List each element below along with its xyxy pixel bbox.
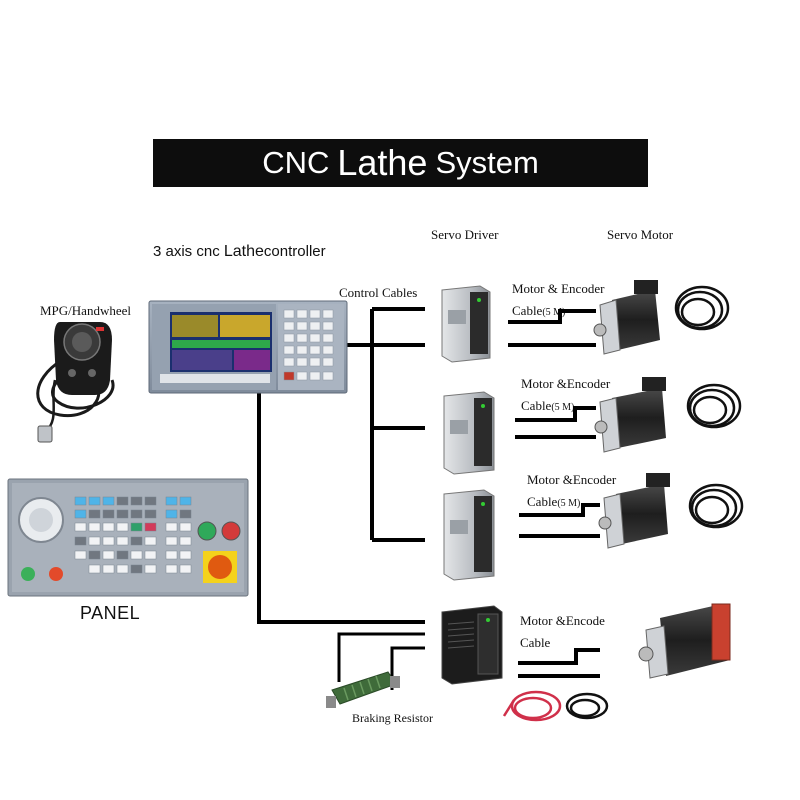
cable-label-1: Motor & Encoder Cable(5 M) bbox=[512, 278, 604, 324]
braking-resistor-icon bbox=[326, 671, 400, 708]
controller-label-prefix: 3 axis cnc bbox=[153, 243, 224, 260]
cable-label-2: Motor &Encoder Cable(5 M) bbox=[521, 373, 610, 419]
title-banner: CNC Lathe System bbox=[153, 139, 648, 187]
handwheel-icon bbox=[36, 322, 115, 443]
encoder-cable-icon bbox=[686, 383, 742, 429]
servo-motor-label: Servo Motor bbox=[607, 227, 674, 242]
title-part-system: System bbox=[435, 145, 539, 180]
servo-driver-icon bbox=[443, 391, 495, 475]
spindle-control-cable bbox=[257, 392, 425, 624]
controller-label-suffix: controller bbox=[263, 243, 326, 260]
control-cables-label: Control Cables bbox=[339, 285, 418, 300]
cable-label-4-line1: Motor &Encode bbox=[520, 613, 605, 628]
servo-motor-icon bbox=[594, 377, 666, 453]
controller-label: 3 axis cnc Lathecontroller bbox=[153, 243, 326, 261]
motor-cable-2a bbox=[515, 406, 596, 422]
panel-keys bbox=[74, 496, 192, 574]
cable-label-1-line1: Motor & Encoder bbox=[512, 281, 605, 296]
cable-label-3-line2: Cable(5 M) bbox=[527, 494, 581, 509]
servo-motor-icon bbox=[598, 473, 670, 549]
cable-label-2-line1: Motor &Encoder bbox=[521, 376, 611, 391]
braking-resistor-label: Braking Resistor bbox=[352, 711, 433, 725]
encoder-cable-icon bbox=[674, 285, 730, 331]
encoder-cable-icon bbox=[565, 692, 609, 720]
mpg-label: MPG/Handwheel bbox=[40, 303, 131, 318]
cable-label-1-line2: Cable(5 M) bbox=[512, 303, 566, 318]
cable-label-3: Motor &Encoder Cable(5 M) bbox=[527, 469, 616, 515]
servo-driver-icon bbox=[441, 285, 491, 363]
encoder-cable-icon bbox=[502, 690, 562, 722]
spindle-motor-icon bbox=[638, 603, 731, 679]
resistor-cable-a bbox=[337, 632, 425, 682]
title-part-cnc: CNC bbox=[262, 145, 330, 180]
controller-label-big: Lathe bbox=[223, 243, 264, 260]
panel-icon bbox=[7, 478, 249, 597]
controller-icon bbox=[148, 300, 348, 394]
spindle-driver-icon bbox=[441, 605, 503, 685]
servo-motor-icon bbox=[593, 280, 660, 355]
title-part-lathe: Lathe bbox=[337, 142, 428, 183]
cable-label-2-line2: Cable(5 M) bbox=[521, 398, 575, 413]
encoder-cable-icon bbox=[688, 483, 744, 529]
motor-cable-4a bbox=[518, 648, 600, 665]
cable-label-4-line2: Cable bbox=[520, 635, 551, 650]
servo-driver-icon bbox=[443, 489, 495, 581]
panel-label: PANEL bbox=[80, 603, 141, 623]
cable-label-3-line1: Motor &Encoder bbox=[527, 472, 617, 487]
motor-cable-3a bbox=[519, 503, 600, 517]
motor-cable-1a bbox=[508, 309, 596, 324]
cable-label-4: Motor &Encode Cable bbox=[520, 610, 605, 654]
servo-driver-label: Servo Driver bbox=[431, 227, 499, 242]
